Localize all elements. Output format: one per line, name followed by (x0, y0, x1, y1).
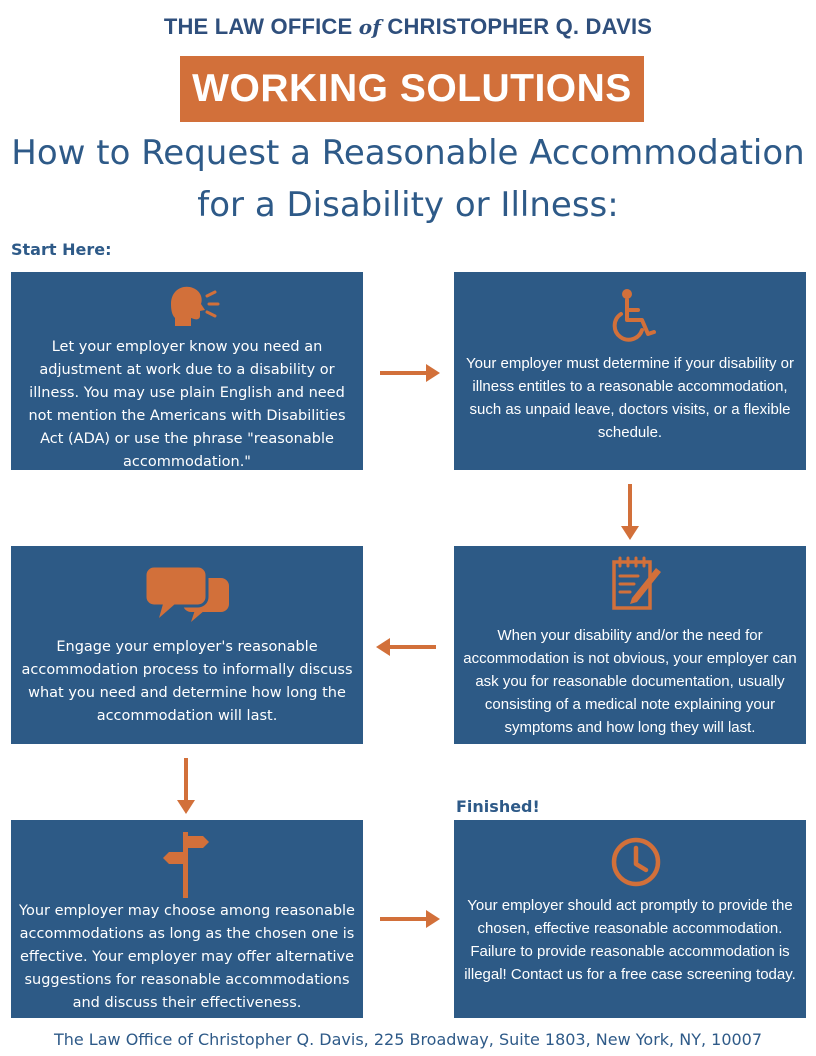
step-1-text: Let your employer know you need an adjus… (28, 339, 346, 470)
page-title-line1: How to Request a Reasonable Accommodatio… (11, 133, 805, 173)
step-2-text: Your employer must determine if your dis… (466, 355, 794, 441)
step-3-text: When your disability and/or the need for… (463, 627, 797, 736)
firm-name-part1: THE LAW OFFICE (163, 14, 353, 39)
signpost-icon (163, 832, 209, 898)
start-label: Start Here: (11, 240, 112, 259)
arrow-down-1-icon (621, 484, 639, 540)
step-3-box: When your disability and/or the need for… (454, 546, 806, 744)
step-2-box: Your employer must determine if your dis… (454, 272, 806, 470)
step-4-box: Engage your employer's reasonable accomm… (11, 546, 363, 744)
step-5-box: Your employer may choose among reasonabl… (11, 820, 363, 1018)
clock-icon (611, 837, 661, 887)
finished-label: Finished! (456, 797, 540, 816)
brand-banner: WORKING SOLUTIONS NYC (180, 56, 644, 176)
arrow-right-2-icon (380, 910, 440, 928)
footer-address: The Law Office of Christopher Q. Davis, … (53, 1030, 763, 1049)
firm-name-part2: CHRISTOPHER Q. DAVIS (387, 14, 653, 39)
step-5-text: Your employer may choose among reasonabl… (19, 903, 355, 1011)
step-6-box: Your employer should act promptly to pro… (454, 820, 806, 1018)
arrow-right-1-icon (380, 364, 440, 382)
arrow-down-2-icon (177, 758, 195, 814)
speaking-head-icon (171, 286, 220, 326)
notepad-pencil-icon (612, 556, 661, 610)
firm-name-of: of (358, 15, 382, 39)
speech-bubbles-icon (143, 564, 229, 622)
step-6-text: Your employer should act promptly to pro… (464, 897, 796, 983)
firm-name: THE LAW OFFICE of CHRISTOPHER Q. DAVIS (0, 14, 816, 40)
page-title-line2: for a Disability or Illness: (197, 185, 619, 225)
step-4-text: Engage your employer's reasonable accomm… (21, 639, 353, 724)
wheelchair-icon (612, 289, 656, 342)
step-1-box: Let your employer know you need an adjus… (11, 272, 363, 470)
arrow-left-icon (376, 638, 436, 656)
